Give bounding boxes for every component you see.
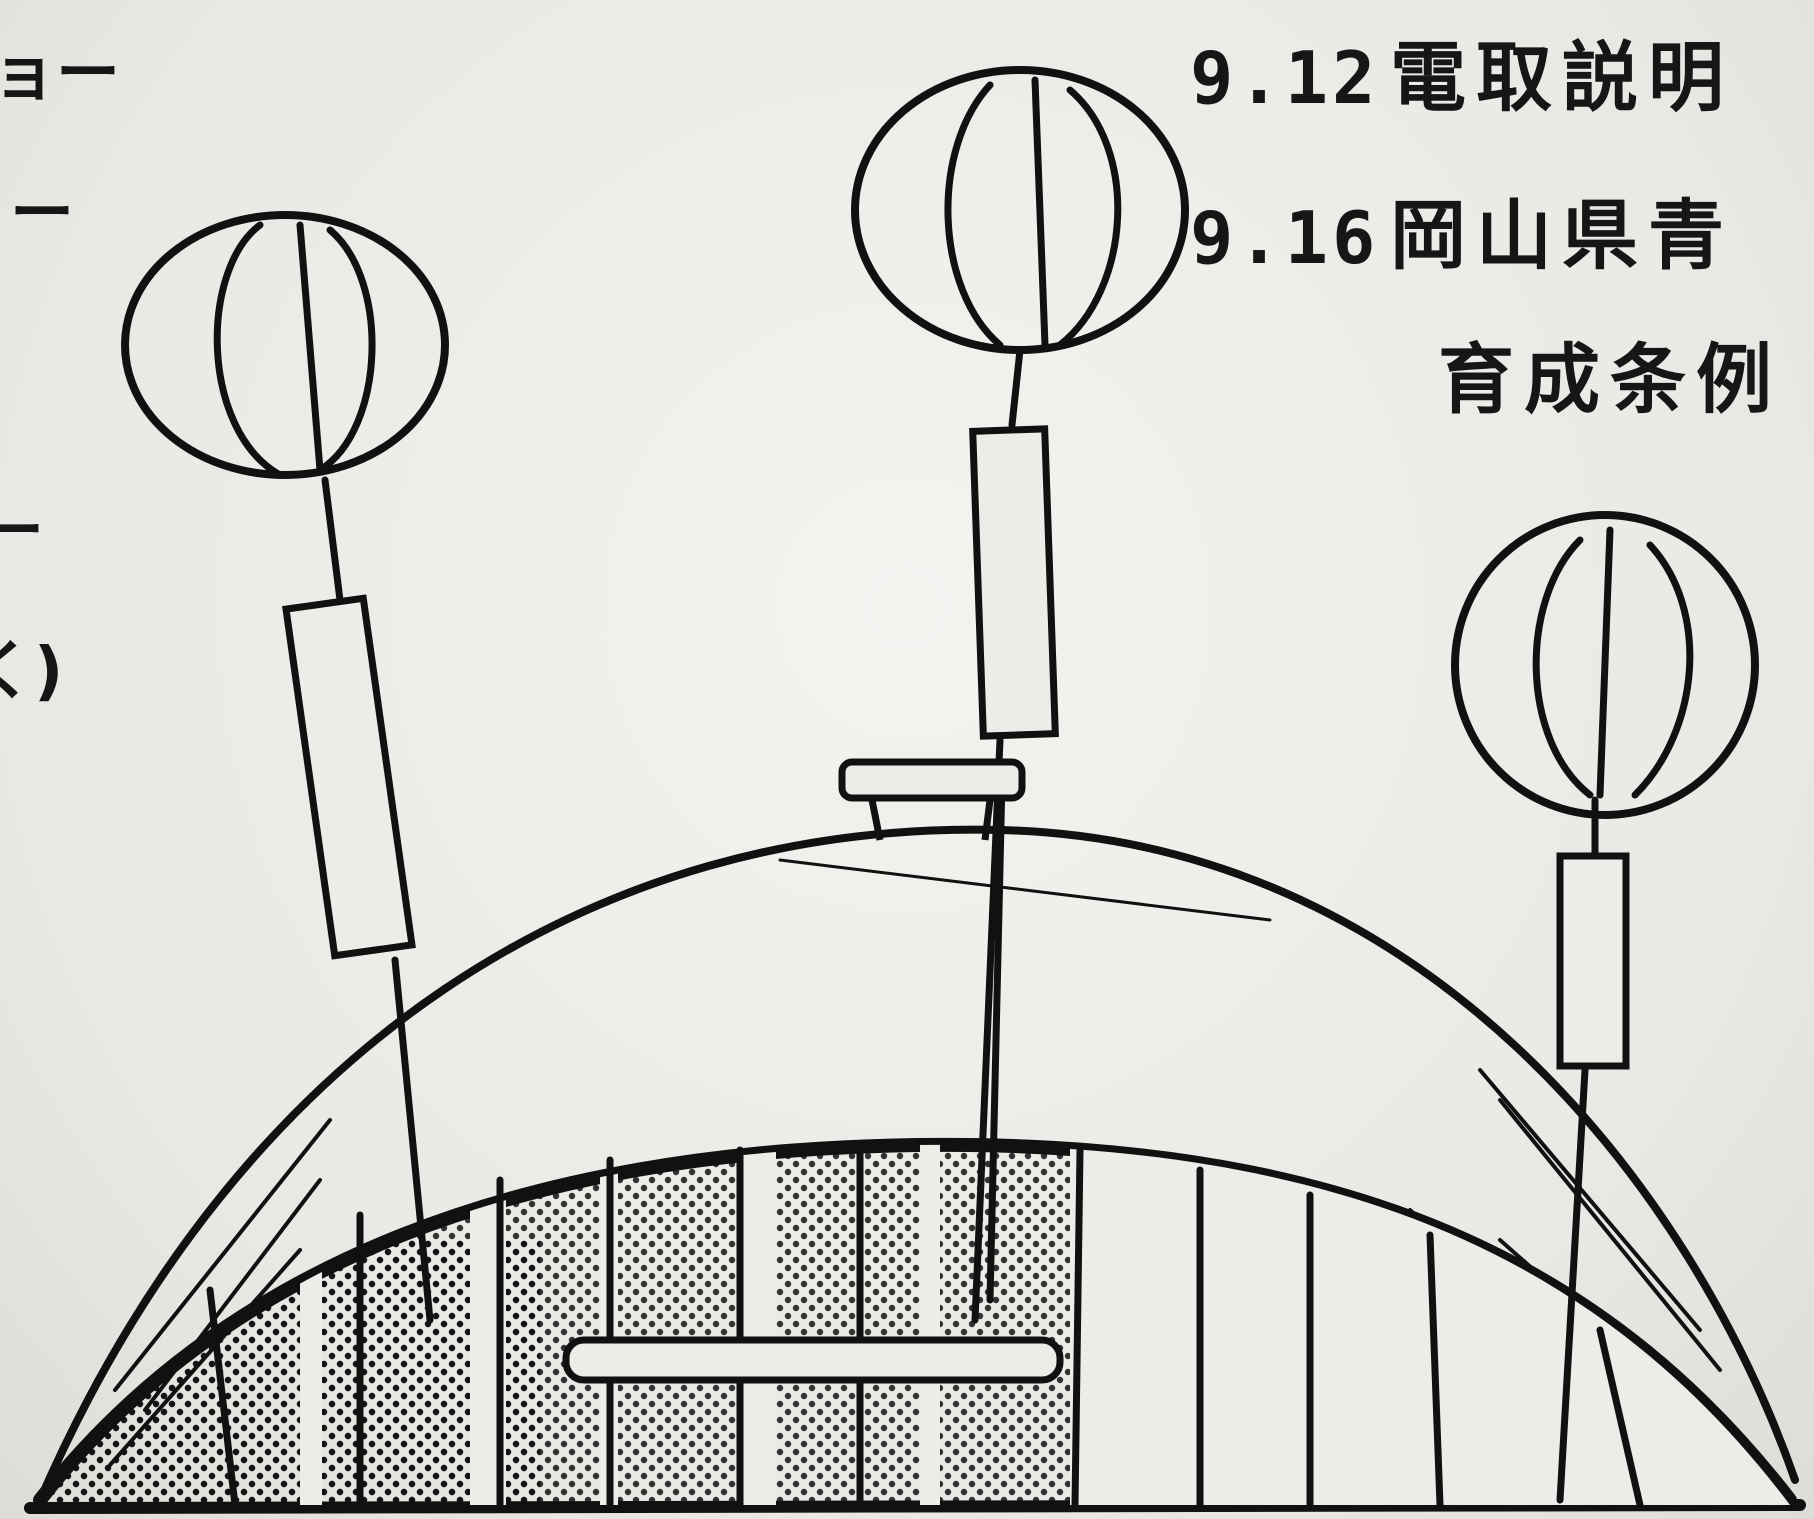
entry-3-text: 育成条例 <box>1438 335 1782 424</box>
entry-2-text: 岡山県青 <box>1390 191 1734 280</box>
entry-1-text: 電取説明 <box>1390 33 1734 122</box>
antenna-center <box>851 66 1189 1324</box>
horizontal-bar <box>562 1336 1064 1384</box>
left-fragment-1: ョー <box>0 37 120 111</box>
dome-cap <box>838 758 1026 841</box>
left-fragment-3: ー <box>0 495 44 569</box>
left-fragment-4: く) <box>0 635 64 709</box>
entry-2-date: 9.16 <box>1190 196 1380 280</box>
entry-1-date: 9.12 <box>1190 36 1380 120</box>
antenna-left <box>121 211 449 1324</box>
left-fragment-2: ー <box>10 177 74 251</box>
antenna-right <box>1451 511 1759 1504</box>
base-line <box>24 1499 1806 1514</box>
